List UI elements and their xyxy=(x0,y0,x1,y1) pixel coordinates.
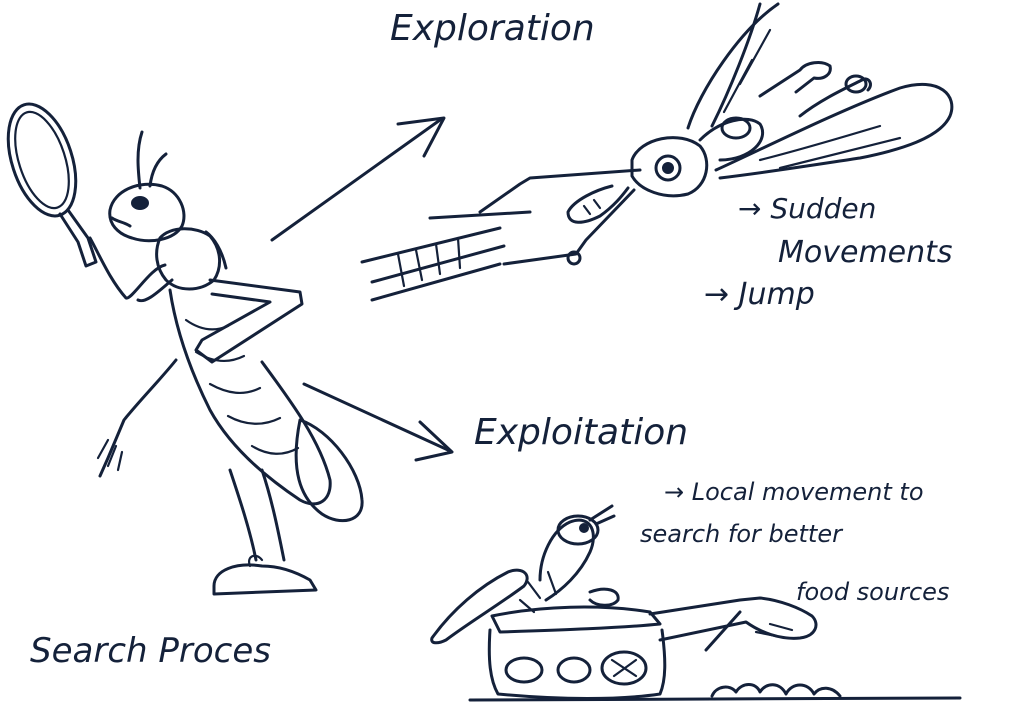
arrow-to-exploitation xyxy=(302,382,454,462)
arrow-to-exploration xyxy=(270,116,446,242)
exploration-label: Exploration xyxy=(390,8,595,49)
note-food-sources: food sources xyxy=(796,578,949,606)
grasshopper-tank-icon xyxy=(430,504,962,702)
note-movements: Movements xyxy=(778,235,953,270)
note-sudden: → Sudden xyxy=(738,192,876,225)
flying-grasshopper-icon xyxy=(360,2,954,302)
exploitation-label: Exploitation xyxy=(474,412,688,453)
note-search-better: search for better xyxy=(640,520,844,548)
grasshopper-detective-icon xyxy=(6,102,364,596)
search-process-label: Search Proces xyxy=(30,631,271,671)
magnifying-glass-icon xyxy=(6,102,98,268)
note-jump: → Jump xyxy=(704,277,815,312)
note-local-movement: → Local movement to xyxy=(664,478,924,506)
